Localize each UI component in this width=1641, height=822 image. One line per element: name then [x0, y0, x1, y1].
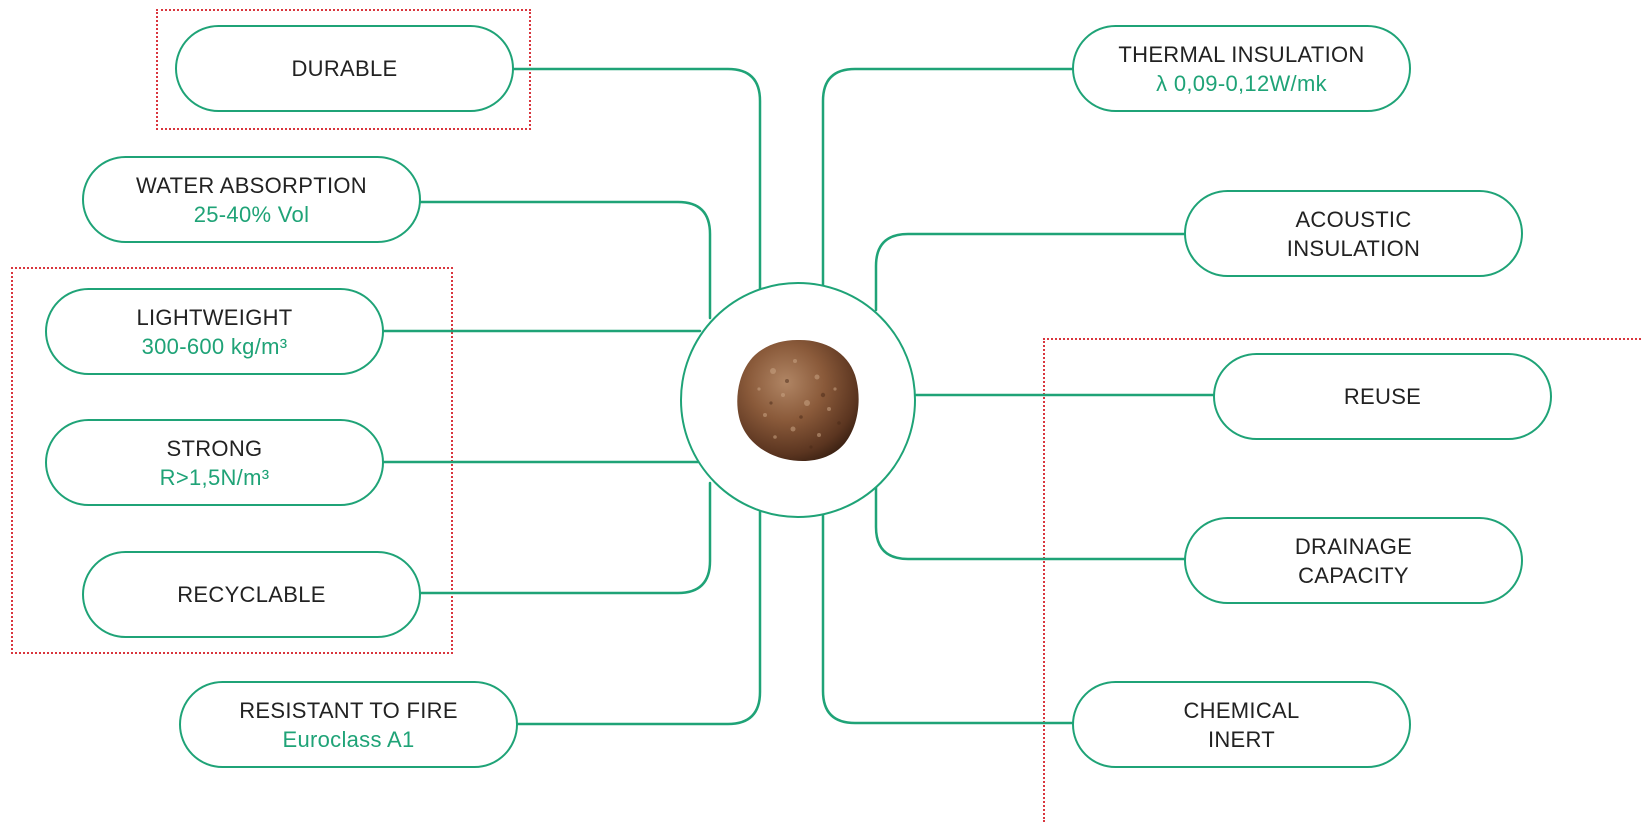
- property-durable: DURABLE: [175, 25, 514, 112]
- property-thermal-value: λ 0,09-0,12W/mk: [1156, 70, 1327, 96]
- property-reuse-label: REUSE: [1343, 384, 1422, 409]
- property-thermal-insulation: THERMAL INSULATION λ 0,09-0,12W/mk: [1072, 25, 1411, 112]
- property-lightweight-label: LIGHTWEIGHT: [136, 304, 293, 330]
- property-lightweight-value: 300-600 kg/m³: [141, 333, 288, 359]
- highlight-box-reuse-group: [1043, 338, 1641, 822]
- property-fire: RESISTANT TO FIRE Euroclass A1: [179, 681, 518, 768]
- property-fire-value: Euroclass A1: [282, 726, 415, 752]
- connector-durable: [512, 67, 762, 293]
- expanded-clay-pebble-icon: [737, 339, 859, 462]
- connector-drainage: [874, 484, 1186, 561]
- property-durable-label: DURABLE: [291, 56, 398, 81]
- connector-thermal: [821, 67, 1074, 290]
- property-drainage-label: DRAINAGE CAPACITY: [1294, 533, 1413, 588]
- property-lightweight: LIGHTWEIGHT 300-600 kg/m³: [45, 288, 384, 375]
- property-recyclable-label: RECYCLABLE: [177, 582, 326, 607]
- property-water-absorption-value: 25-40% Vol: [193, 201, 310, 227]
- property-strong: STRONG R>1,5N/m³: [45, 419, 384, 506]
- property-reuse: REUSE: [1213, 353, 1552, 440]
- connector-fire: [516, 510, 762, 726]
- property-chemical-inert: CHEMICAL INERT: [1072, 681, 1411, 768]
- property-water-absorption: WATER ABSORPTION 25-40% Vol: [82, 156, 421, 243]
- property-strong-value: R>1,5N/m³: [159, 464, 270, 490]
- property-acoustic-insulation: ACOUSTIC INSULATION: [1184, 190, 1523, 277]
- property-acoustic-label: ACOUSTIC INSULATION: [1286, 206, 1421, 261]
- connector-acoustic: [874, 232, 1186, 312]
- connector-recyclable: [414, 481, 712, 595]
- property-recyclable: RECYCLABLE: [82, 551, 421, 638]
- property-water-absorption-label: WATER ABSORPTION: [136, 172, 367, 198]
- connector-water-absorption: [419, 200, 712, 320]
- property-drainage-capacity: DRAINAGE CAPACITY: [1184, 517, 1523, 604]
- property-fire-label: RESISTANT TO FIRE: [239, 697, 458, 723]
- connector-chemical: [821, 512, 1074, 725]
- property-thermal-label: THERMAL INSULATION: [1118, 41, 1365, 67]
- property-strong-label: STRONG: [166, 435, 263, 461]
- highlight-box-circular-group: [11, 267, 453, 654]
- property-chemical-label: CHEMICAL INERT: [1183, 697, 1300, 752]
